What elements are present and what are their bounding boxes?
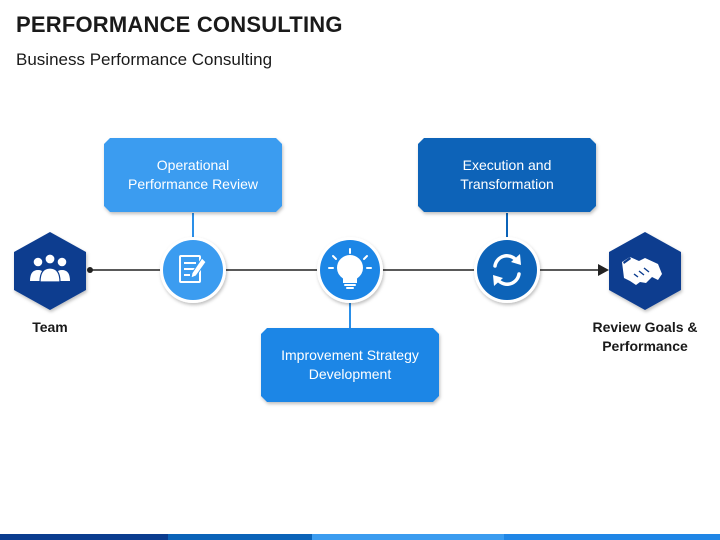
step-1-label-line2: Performance Review [128, 176, 258, 192]
lightbulb-icon [328, 248, 372, 289]
bottom-bar-segment-navy [0, 534, 168, 540]
review-goals-label-line1: Review Goals & [592, 319, 698, 335]
review-goals-label-line2: Performance [602, 338, 688, 354]
step-2-label-line1: Improvement Strategy [281, 347, 419, 363]
bottom-accent-bar [0, 534, 720, 540]
bottom-bar-segment-dark [168, 534, 312, 540]
timeline-start-dot [87, 267, 93, 273]
page-subtitle: Business Performance Consulting [16, 50, 273, 69]
step-3-label-line1: Execution and [462, 157, 552, 173]
page-title: PERFORMANCE CONSULTING [16, 12, 343, 37]
team-label: Team [32, 319, 68, 335]
checklist-icon [179, 255, 207, 283]
refresh-icon [493, 254, 521, 286]
step-2-label-line2: Development [308, 366, 392, 382]
review-goals-label: Review Goals & Performance [580, 318, 710, 356]
step-3-label-line2: Transformation [460, 176, 554, 192]
handshake-icon [622, 257, 662, 285]
timeline-arrowhead [598, 264, 609, 276]
bottom-bar-segment-light [312, 534, 504, 540]
step-3-box-shape [418, 138, 596, 212]
team-icon [30, 253, 70, 283]
step-1-label-line1: Operational [156, 157, 230, 173]
step-2-box-shape [261, 328, 439, 402]
step-1-box-shape [104, 138, 282, 212]
step-3-node [474, 237, 540, 303]
bottom-bar-segment-medium [504, 534, 720, 540]
